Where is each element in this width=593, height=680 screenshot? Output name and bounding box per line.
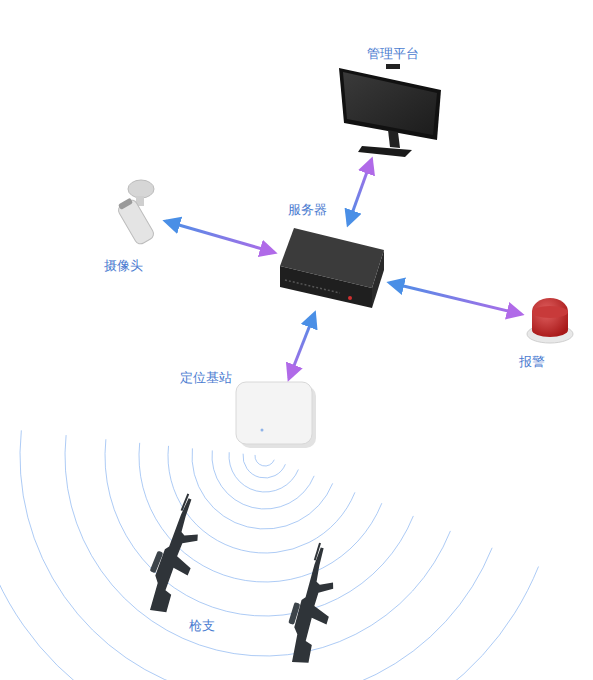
server-node: 服务器 bbox=[278, 228, 386, 310]
server-icon bbox=[280, 228, 384, 308]
node-label: 报警 bbox=[517, 354, 547, 370]
base-station-icon bbox=[236, 382, 316, 448]
connector-arrow bbox=[348, 160, 371, 224]
camera-icon bbox=[115, 180, 155, 246]
camera-node: 摄像头 bbox=[112, 178, 162, 248]
wave-arc bbox=[243, 454, 285, 478]
alarm-node: 报警 bbox=[525, 296, 575, 346]
node-label: 定位基站 bbox=[178, 370, 234, 386]
node-label: 摄像头 bbox=[102, 258, 145, 274]
connector-arrow bbox=[289, 314, 314, 379]
wave-arc bbox=[65, 435, 450, 656]
node-label: 服务器 bbox=[286, 202, 329, 218]
wave-arc bbox=[192, 448, 333, 529]
signal-waves bbox=[0, 425, 539, 680]
wave-arc bbox=[20, 430, 492, 680]
connector-arrow bbox=[166, 221, 274, 252]
wave-arc bbox=[255, 455, 274, 466]
monitor-icon bbox=[339, 64, 441, 157]
figure-label: 枪支 bbox=[186, 618, 218, 634]
rifle-icon bbox=[278, 541, 349, 668]
base-station-node: 定位基站 bbox=[236, 382, 314, 446]
wave-arc bbox=[212, 450, 314, 509]
wave-arc bbox=[0, 425, 539, 680]
wave-arc bbox=[105, 439, 413, 616]
rifle-icon bbox=[136, 491, 216, 618]
platform-node: 管理平台 bbox=[335, 66, 443, 156]
connector-arrow bbox=[390, 283, 521, 314]
wave-arc bbox=[229, 452, 298, 492]
node-label: 管理平台 bbox=[365, 46, 421, 62]
alarm-icon bbox=[527, 298, 573, 343]
